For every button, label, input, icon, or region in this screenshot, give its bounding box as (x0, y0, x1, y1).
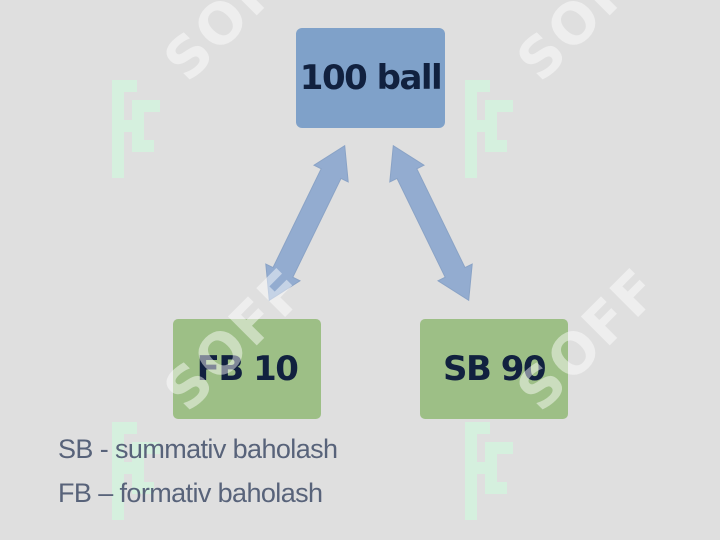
soff-logo-icon (112, 422, 160, 520)
legend-sb: SB - summativ baholash (58, 434, 338, 464)
left-node-label: FB 10 (196, 349, 299, 389)
watermark-bottom-left: SOFF (92, 256, 332, 520)
watermark-top-left: SOFF (92, 0, 332, 180)
watermark-text: SOFF (505, 0, 673, 94)
right-node-label: SB 90 (442, 349, 547, 389)
watermark-text: SOFF (152, 0, 320, 94)
top-node-label: 100 ball (299, 58, 443, 98)
top-node-100-ball: 100 ball (296, 28, 445, 128)
soff-logo-icon (465, 422, 513, 520)
watermark-top-right: SOFF (445, 0, 685, 180)
legend-fb: FB – formativ baholash (58, 478, 323, 508)
right-node-sb: SB 90 (420, 319, 568, 419)
soff-logo-icon (112, 80, 160, 178)
soff-logo-icon (465, 80, 513, 178)
left-node-fb: FB 10 (173, 319, 321, 419)
watermark-bottom-right: SOFF (445, 256, 685, 520)
